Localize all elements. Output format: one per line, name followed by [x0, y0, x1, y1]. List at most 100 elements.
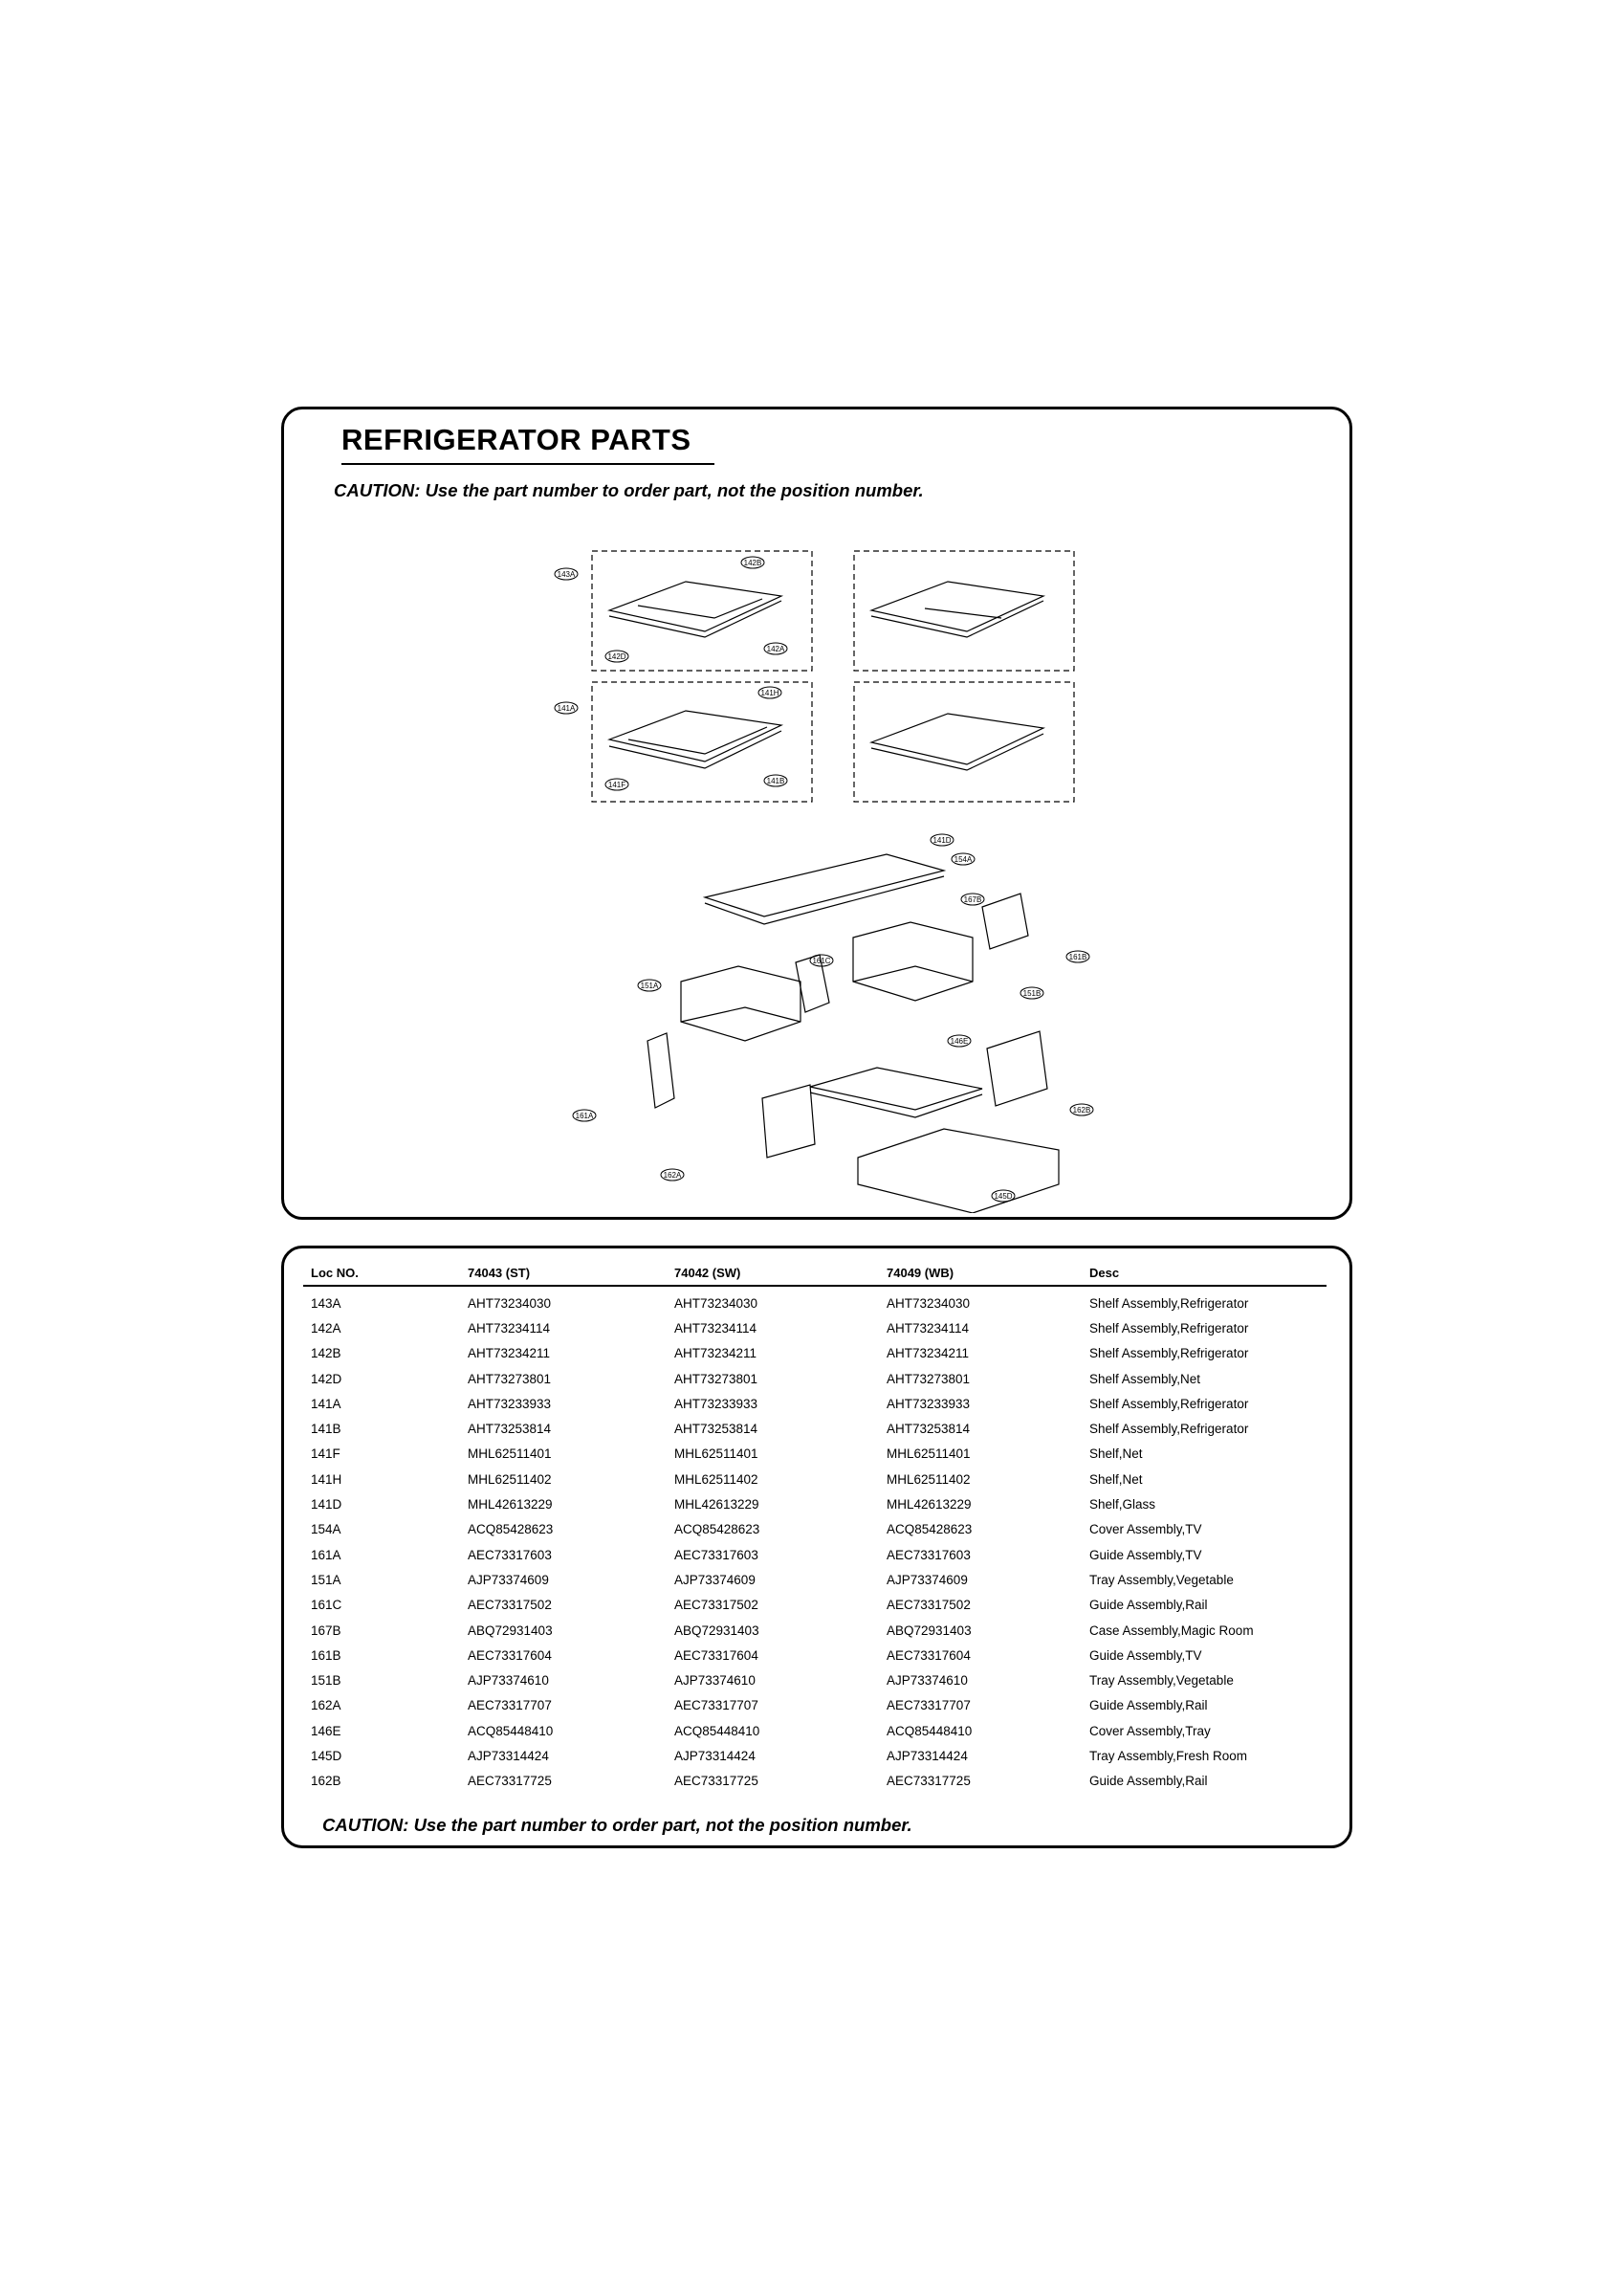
part-74043-cell: AHT73234114: [468, 1320, 551, 1336]
part-74042-cell: ACQ85428623: [674, 1522, 760, 1537]
shelf-group-box: [591, 550, 813, 672]
desc-cell: Tray Assembly,Vegetable: [1089, 1673, 1234, 1689]
loc-no-cell: 142B: [311, 1346, 341, 1361]
table-header-row: Loc NO. 74043 (ST) 74042 (SW) 74049 (WB)…: [303, 1266, 1327, 1287]
header-74043-st: 74043 (ST): [460, 1266, 667, 1287]
caution-note: CAUTION: Use the part number to order pa…: [334, 480, 924, 500]
desc-cell: Shelf Assembly,Refrigerator: [1089, 1295, 1249, 1311]
part-74042-cell: AHT73233933: [674, 1396, 758, 1411]
svg-text:146E: 146E: [951, 1037, 969, 1046]
part-74043-cell: AEC73317603: [468, 1547, 552, 1562]
page-title: REFRIGERATOR PARTS: [341, 423, 714, 465]
callout-141B: 141B: [763, 774, 788, 787]
desc-cell: Guide Assembly,TV: [1089, 1647, 1202, 1663]
part-74043-cell: AHT73273801: [468, 1371, 552, 1386]
svg-text:154A: 154A: [954, 855, 973, 864]
part-74042-cell: AHT73234114: [674, 1320, 757, 1336]
part-74043-cell: AEC73317707: [468, 1698, 552, 1713]
part-74042-cell: AHT73273801: [674, 1371, 758, 1386]
svg-text:162A: 162A: [664, 1171, 682, 1180]
desc-cell: Shelf Assembly,Refrigerator: [1089, 1320, 1249, 1336]
header-loc-no: Loc NO.: [303, 1266, 460, 1287]
part-74043-cell: AEC73317725: [468, 1774, 552, 1789]
loc-no-cell: 143A: [311, 1295, 341, 1311]
svg-text:162B: 162B: [1073, 1106, 1091, 1115]
desc-cell: Guide Assembly,Rail: [1089, 1698, 1208, 1713]
shelf-group-box: [591, 681, 813, 803]
desc-cell: Shelf Assembly,Refrigerator: [1089, 1346, 1249, 1361]
desc-cell: Shelf,Glass: [1089, 1497, 1156, 1512]
callout-162B: 162B: [1069, 1103, 1094, 1116]
part-74042-cell: AEC73317725: [674, 1774, 758, 1789]
loc-no-cell: 142D: [311, 1371, 342, 1386]
svg-text:143A: 143A: [558, 570, 576, 579]
part-74049-cell: ABQ72931403: [887, 1623, 972, 1638]
part-74043-cell: AJP73374610: [468, 1673, 549, 1689]
loc-no-cell: 145D: [311, 1748, 342, 1763]
header-74049-wb: 74049 (WB): [879, 1266, 1082, 1287]
svg-text:151A: 151A: [641, 982, 659, 990]
callout-146E: 146E: [947, 1034, 972, 1048]
part-74049-cell: AJP73314424: [887, 1748, 968, 1763]
part-74042-cell: AJP73374610: [674, 1673, 756, 1689]
parts-table-panel: Loc NO. 74043 (ST) 74042 (SW) 74049 (WB)…: [281, 1246, 1352, 1848]
desc-cell: Cover Assembly,TV: [1089, 1522, 1202, 1537]
part-74043-cell: AHT73253814: [468, 1422, 552, 1437]
desc-cell: Case Assembly,Magic Room: [1089, 1623, 1254, 1638]
svg-text:141D: 141D: [932, 836, 951, 845]
part-74043-cell: AEC73317502: [468, 1598, 552, 1613]
part-74042-cell: ACQ85448410: [674, 1723, 760, 1738]
callout-142A: 142A: [763, 642, 788, 655]
part-74042-cell: AHT73253814: [674, 1422, 758, 1437]
callout-161B: 161B: [1065, 950, 1090, 963]
part-74049-cell: AHT73234114: [887, 1320, 970, 1336]
svg-text:151B: 151B: [1023, 989, 1042, 998]
header-desc: Desc: [1082, 1266, 1327, 1287]
svg-text:145D: 145D: [994, 1192, 1012, 1201]
desc-cell: Guide Assembly,TV: [1089, 1547, 1202, 1562]
loc-no-cell: 154A: [311, 1522, 341, 1537]
part-74049-cell: AHT73273801: [887, 1371, 971, 1386]
loc-no-cell: 161C: [311, 1598, 342, 1613]
callout-145D: 145D: [991, 1189, 1016, 1203]
shelf-group-box: [853, 681, 1075, 803]
part-74043-cell: AHT73234030: [468, 1295, 552, 1311]
part-74043-cell: MHL42613229: [468, 1497, 553, 1512]
header-74042-sw: 74042 (SW): [667, 1266, 879, 1287]
callout-141D: 141D: [930, 833, 954, 847]
part-74049-cell: AHT73233933: [887, 1396, 971, 1411]
part-74042-cell: AEC73317604: [674, 1647, 758, 1663]
callout-154A: 154A: [951, 852, 976, 866]
part-74043-cell: AJP73374609: [468, 1572, 549, 1587]
loc-no-cell: 161B: [311, 1647, 341, 1663]
part-74042-cell: MHL62511402: [674, 1471, 758, 1487]
part-74042-cell: MHL42613229: [674, 1497, 759, 1512]
part-74049-cell: AEC73317707: [887, 1698, 971, 1713]
part-74043-cell: ABQ72931403: [468, 1623, 553, 1638]
part-74042-cell: ABQ72931403: [674, 1623, 759, 1638]
part-74043-cell: MHL62511401: [468, 1446, 552, 1462]
svg-text:141F: 141F: [608, 781, 625, 789]
loc-no-cell: 141A: [311, 1396, 341, 1411]
desc-cell: Tray Assembly,Vegetable: [1089, 1572, 1234, 1587]
part-74049-cell: AHT73234030: [887, 1295, 971, 1311]
part-74049-cell: AHT73253814: [887, 1422, 971, 1437]
svg-text:142D: 142D: [607, 652, 625, 661]
svg-text:141B: 141B: [767, 777, 785, 785]
part-74043-cell: AJP73314424: [468, 1748, 549, 1763]
callout-167B: 167B: [960, 893, 985, 906]
loc-no-cell: 162B: [311, 1774, 341, 1789]
part-74049-cell: AEC73317502: [887, 1598, 971, 1613]
